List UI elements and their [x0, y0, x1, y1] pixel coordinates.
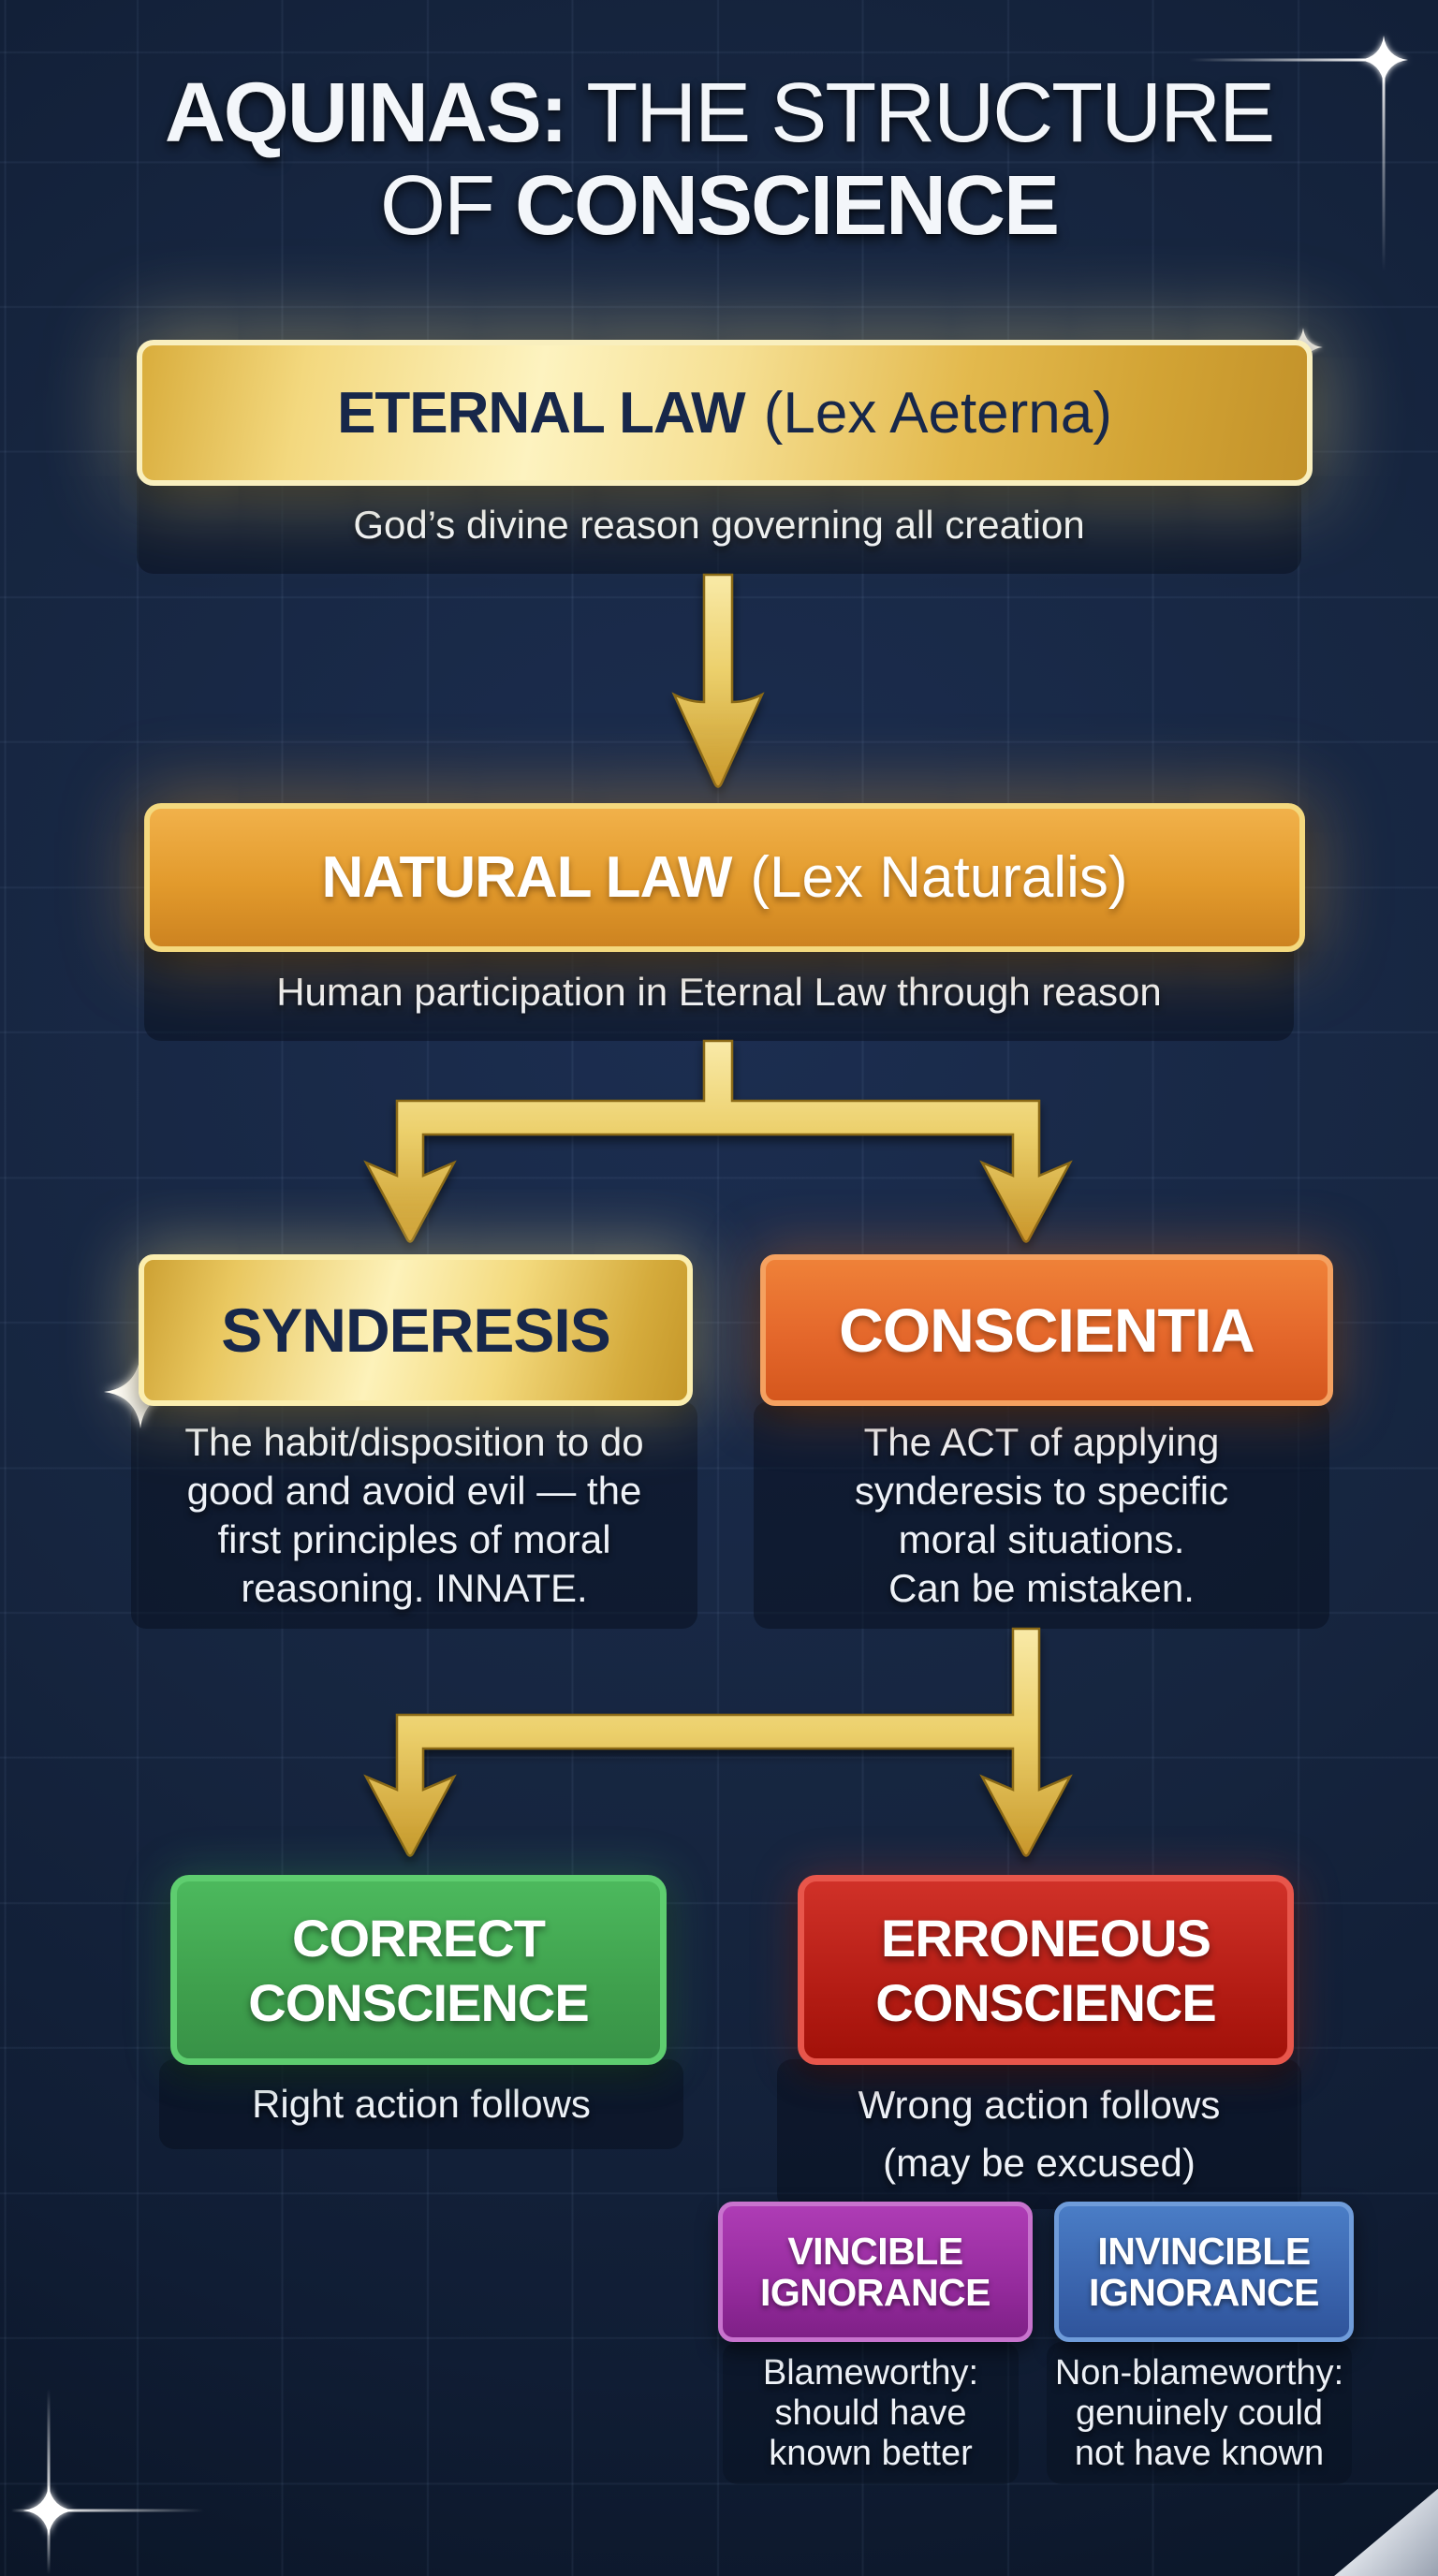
sparkle-cross-bottom-left	[11, 2389, 204, 2574]
title-of: OF	[379, 159, 515, 253]
invincible-name-line: INVINCIBLE	[1097, 2230, 1311, 2273]
text-line: Blameworthy:	[762, 2352, 979, 2393]
eternal-law-latin: (Lex Aeterna)	[763, 380, 1112, 446]
natural-law-latin: (Lex Naturalis)	[750, 845, 1128, 910]
conscientia-name: CONSCIENTIA	[839, 1295, 1255, 1365]
text-line: known better	[769, 2433, 973, 2473]
text-line: (may be excused)	[883, 2141, 1196, 2185]
text-line: Right action follows	[252, 2082, 591, 2126]
synderesis-description-panel: The habit/disposition to do good and avo…	[131, 1401, 697, 1629]
correct-name-line: CONSCIENCE	[248, 1972, 589, 2032]
text-line: Can be mistaken.	[888, 1565, 1195, 1610]
correct-conscience-description-panel: Right action follows	[159, 2059, 683, 2149]
natural-law-description: Human participation in Eternal Law throu…	[276, 969, 1162, 1014]
node-synderesis: SYNDERESIS	[139, 1254, 693, 1406]
title-structure: THE STRUCTURE	[565, 66, 1275, 160]
text-line: should have	[774, 2393, 967, 2433]
natural-law-name: NATURAL LAW	[321, 845, 733, 910]
page-corner-fold	[1334, 2488, 1438, 2576]
text-line: not have known	[1074, 2433, 1325, 2473]
vincible-name-line: VINCIBLE	[787, 2230, 963, 2273]
eternal-law-name: ETERNAL LAW	[337, 380, 746, 446]
natural-law-label: NATURAL LAW (Lex Naturalis)	[322, 844, 1128, 911]
eternal-law-label: ETERNAL LAW (Lex Aeterna)	[337, 380, 1112, 446]
title-aquinas: AQUINAS:	[164, 66, 568, 160]
page-title: AQUINAS: THE STRUCTURE OF CONSCIENCE	[0, 67, 1438, 253]
vincible-ignorance-description-panel: Blameworthy: should have known better	[723, 2342, 1019, 2484]
title-line-2: OF CONSCIENCE	[0, 160, 1438, 253]
arrow-down-eternal-to-natural-icon	[671, 573, 765, 788]
invincible-ignorance-description-panel: Non-blameworthy: genuinely could not hav…	[1047, 2342, 1352, 2484]
text-line: The habit/disposition to do	[184, 1419, 644, 1464]
title-line-1: AQUINAS: THE STRUCTURE	[0, 67, 1438, 160]
node-vincible-ignorance: VINCIBLE IGNORANCE	[718, 2202, 1033, 2342]
erroneous-name-line: CONSCIENCE	[875, 1972, 1216, 2032]
vincible-name-line: IGNORANCE	[759, 2271, 991, 2314]
eternal-law-description-panel: God’s divine reason governing all creati…	[137, 476, 1301, 574]
text-line: reasoning. INNATE.	[241, 1565, 588, 1610]
correct-name-line: CORRECT	[292, 1908, 546, 1968]
erroneous-conscience-description-panel: Wrong action follows (may be excused)	[777, 2059, 1301, 2209]
text-line: synderesis to specific	[854, 1468, 1229, 1513]
node-conscientia: CONSCIENTIA	[760, 1254, 1333, 1406]
node-natural-law: NATURAL LAW (Lex Naturalis)	[144, 803, 1305, 952]
node-correct-conscience: CORRECT CONSCIENCE	[170, 1875, 667, 2065]
natural-law-description-panel: Human participation in Eternal Law throu…	[144, 943, 1294, 1041]
text-line: good and avoid evil — the	[186, 1468, 642, 1513]
text-line: genuinely could	[1075, 2393, 1324, 2433]
synderesis-name: SYNDERESIS	[221, 1295, 610, 1365]
text-line: The ACT of applying	[863, 1419, 1220, 1464]
invincible-name-line: IGNORANCE	[1088, 2271, 1320, 2314]
text-line: moral situations.	[898, 1516, 1185, 1561]
text-line: first principles of moral	[217, 1516, 611, 1561]
node-invincible-ignorance: INVINCIBLE IGNORANCE	[1054, 2202, 1354, 2342]
text-line: Non-blameworthy:	[1054, 2352, 1344, 2393]
eternal-law-description: God’s divine reason governing all creati…	[353, 503, 1085, 547]
node-eternal-law: ETERNAL LAW (Lex Aeterna)	[137, 340, 1313, 486]
branch-arrow-conscientia-to-outcomes-icon	[363, 1627, 1073, 1857]
node-erroneous-conscience: ERRONEOUS CONSCIENCE	[798, 1875, 1294, 2065]
title-conscience: CONSCIENCE	[514, 159, 1060, 253]
erroneous-name-line: ERRONEOUS	[881, 1908, 1211, 1968]
text-line: Wrong action follows	[858, 2083, 1221, 2127]
branch-arrow-natural-to-synderesis-conscientia-icon	[363, 1039, 1073, 1243]
conscientia-description-panel: The ACT of applying synderesis to specif…	[754, 1401, 1329, 1629]
